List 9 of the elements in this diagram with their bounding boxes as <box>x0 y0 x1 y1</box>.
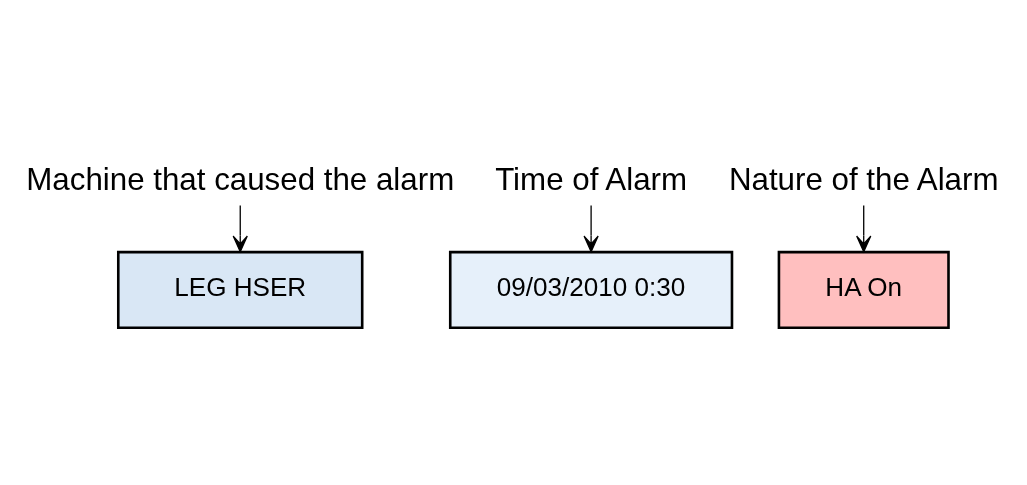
arrow <box>583 204 599 252</box>
node-box: 09/03/2010 0:30 <box>448 250 734 329</box>
arrow <box>856 204 872 252</box>
node-box: LEG HSER <box>116 250 364 329</box>
arrow <box>232 204 248 252</box>
node-text: Time of Alarm <box>495 161 688 197</box>
node-text: Machine that caused the alarm <box>26 161 455 197</box>
node-text: Nature of the Alarm <box>728 161 999 197</box>
node-box: HA On <box>777 250 950 329</box>
